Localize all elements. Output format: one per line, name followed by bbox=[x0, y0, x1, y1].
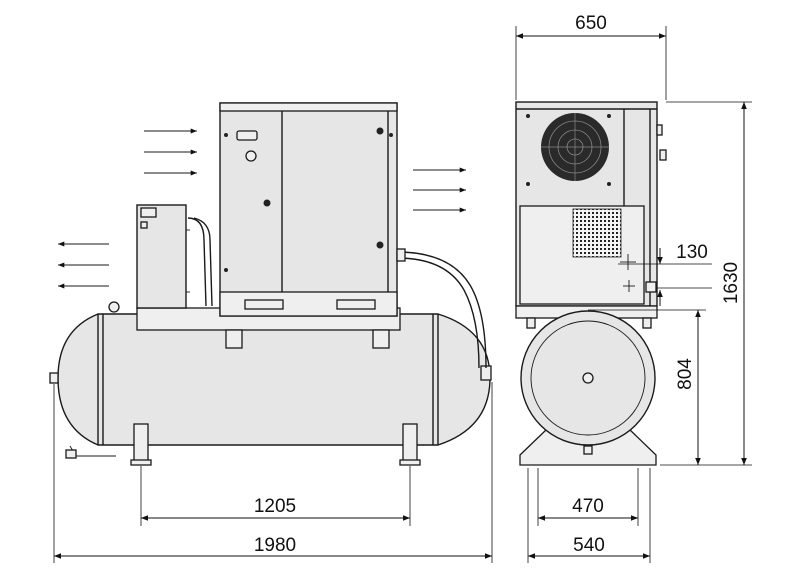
dim-label-1980: 1980 bbox=[254, 535, 296, 556]
front-view: 1205 1980 bbox=[49, 102, 493, 563]
side-cabinet bbox=[515, 101, 667, 307]
dim-label-1630: 1630 bbox=[721, 262, 742, 304]
tank-end-view bbox=[519, 310, 657, 466]
dimension-1980: 1980 bbox=[53, 382, 493, 563]
side-view: 650 130 1630 804 470 bbox=[515, 13, 752, 563]
gauge-icon bbox=[108, 301, 120, 313]
compressor-cabinet bbox=[219, 102, 398, 317]
dim-label-540: 540 bbox=[573, 535, 605, 556]
air-receiver-tank bbox=[49, 313, 492, 459]
dimension-1205: 1205 bbox=[140, 466, 411, 526]
tank-feet bbox=[130, 423, 421, 466]
dimension-650: 650 bbox=[515, 13, 667, 100]
exhaust-arrows-right bbox=[413, 167, 466, 213]
fan-grille-icon bbox=[541, 113, 609, 181]
intake-arrows bbox=[144, 128, 198, 176]
dimension-1630: 1630 bbox=[660, 101, 752, 466]
dim-label-130: 130 bbox=[676, 242, 708, 263]
dimension-804: 804 bbox=[588, 309, 706, 465]
dim-label-804: 804 bbox=[675, 358, 696, 390]
dim-label-470: 470 bbox=[572, 496, 604, 517]
dim-label-650: 650 bbox=[575, 13, 607, 34]
dimension-130: 130 bbox=[618, 242, 712, 306]
dimension-540: 540 bbox=[527, 468, 651, 563]
exhaust-arrows-left bbox=[58, 241, 109, 289]
dimension-470: 470 bbox=[537, 468, 639, 526]
dryer-unit bbox=[108, 204, 190, 313]
dim-label-1205: 1205 bbox=[254, 496, 296, 517]
